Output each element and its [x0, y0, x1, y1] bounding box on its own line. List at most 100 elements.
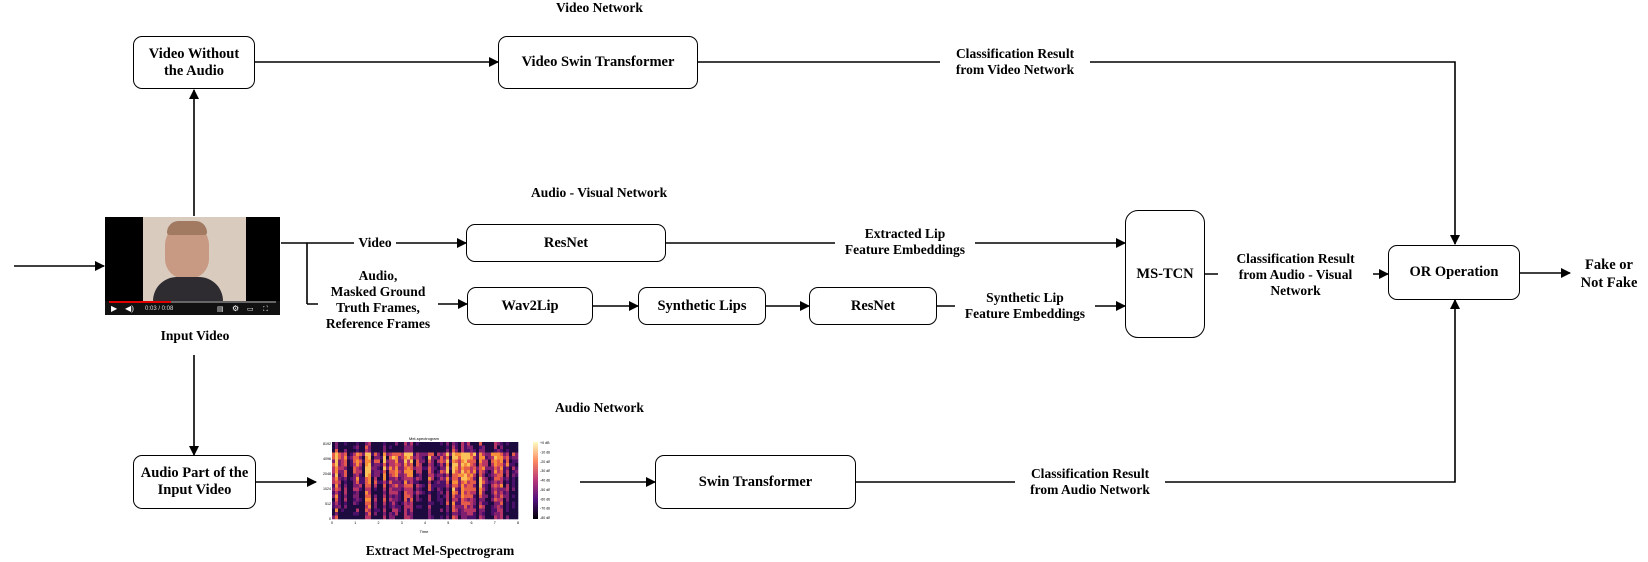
- spectro-cell: [416, 505, 420, 509]
- spectro-cell: [368, 512, 372, 516]
- spectro-cell: [470, 480, 474, 485]
- spectro-cell: [362, 466, 366, 471]
- spectro-cell: [437, 494, 441, 499]
- spectro-x-tick: 5: [447, 521, 449, 525]
- spectro-cell: [383, 452, 387, 457]
- spectro-cell: [479, 501, 483, 506]
- spectro-cell: [359, 463, 363, 467]
- spectro-cell: [356, 477, 360, 481]
- spectro-cell: [515, 442, 519, 446]
- spectro-cell: [386, 501, 390, 506]
- captions-icon[interactable]: ▤: [217, 305, 224, 313]
- spectro-cell: [335, 459, 339, 464]
- spectro-cell: [353, 470, 357, 474]
- spectro-cell: [398, 449, 402, 453]
- spectro-cell: [491, 463, 495, 467]
- spectro-cell: [485, 515, 489, 520]
- spectro-cell: [377, 487, 381, 492]
- spectro-cell: [470, 470, 474, 474]
- box-video-swin-transformer: Video Swin Transformer: [498, 36, 698, 89]
- spectro-cell: [482, 487, 486, 492]
- spectro-cell: [476, 470, 480, 474]
- spectro-cell: [467, 477, 471, 481]
- spectro-cell: [437, 505, 441, 509]
- spectro-cell: [362, 494, 366, 499]
- spectro-cell: [476, 452, 480, 457]
- spectro-cell: [497, 512, 501, 516]
- spectro-cell: [353, 508, 357, 513]
- spectro-cell: [500, 466, 504, 471]
- spectro-cell: [368, 505, 372, 509]
- spectro-cell: [332, 480, 336, 485]
- spectro-cell: [335, 505, 339, 509]
- spectro-cell: [386, 477, 390, 481]
- spectro-cell: [356, 498, 360, 502]
- spectro-cell: [383, 491, 387, 495]
- volume-icon[interactable]: ◀): [125, 304, 134, 313]
- spectro-cell: [362, 473, 366, 478]
- spectro-cell: [473, 452, 477, 457]
- miniplayer-icon[interactable]: ▭: [247, 305, 254, 313]
- spectro-cell: [425, 480, 429, 485]
- spectro-cell: [404, 508, 408, 513]
- spectro-cell: [383, 498, 387, 502]
- spectro-cell: [434, 470, 438, 474]
- spectro-cell: [428, 491, 432, 495]
- spectro-cell: [335, 470, 339, 474]
- spectro-cell: [368, 508, 372, 513]
- spectro-cell: [347, 459, 351, 464]
- box-video-without-audio: Video Without the Audio: [133, 36, 255, 89]
- spectro-cell: [344, 508, 348, 513]
- spectro-cell: [401, 442, 405, 446]
- spectro-cell: [473, 445, 477, 450]
- spectro-cell: [389, 459, 393, 464]
- fullscreen-icon[interactable]: ⛶: [263, 305, 268, 313]
- play-icon[interactable]: ▶: [111, 304, 118, 313]
- spectro-cell: [419, 477, 423, 481]
- spectro-cell: [488, 442, 492, 446]
- spectro-cell: [476, 505, 480, 509]
- spectro-cell: [407, 466, 411, 471]
- spectro-cell: [461, 456, 465, 460]
- spectro-cell: [332, 484, 336, 488]
- spectro-cell: [467, 512, 471, 516]
- spectro-cell: [374, 505, 378, 509]
- spectro-cell: [512, 501, 516, 506]
- video-controls-bar[interactable]: ▶ ◀) 0:03 / 0:08 ▤ ⚙ ▭ ⛶: [105, 301, 280, 315]
- spectro-cell: [443, 456, 447, 460]
- spectro-cell: [371, 494, 375, 499]
- spectro-x-tick: 6: [471, 521, 473, 525]
- spectro-cell: [470, 445, 474, 450]
- video-progress-track[interactable]: [109, 301, 276, 303]
- spectro-cell: [452, 452, 456, 457]
- spectro-cell: [512, 449, 516, 453]
- spectro-cell: [374, 442, 378, 446]
- spectro-cell: [356, 508, 360, 513]
- spectro-cell: [488, 470, 492, 474]
- spectro-cell: [401, 445, 405, 450]
- spectro-cell: [365, 505, 369, 509]
- settings-gear-icon[interactable]: ⚙: [232, 304, 240, 313]
- spectro-cell: [431, 494, 435, 499]
- spectro-cell: [380, 466, 384, 471]
- spectro-cell: [401, 487, 405, 492]
- spectro-cell: [431, 498, 435, 502]
- spectro-cell: [344, 445, 348, 450]
- spectro-cell: [446, 473, 450, 478]
- spectro-cell: [491, 501, 495, 506]
- spectro-cell: [338, 466, 342, 471]
- spectro-cell: [332, 515, 336, 520]
- spectro-cell: [341, 515, 345, 520]
- spectro-cell: [506, 491, 510, 495]
- spectro-cell: [440, 449, 444, 453]
- spectro-cell: [485, 463, 489, 467]
- spectro-cell: [401, 515, 405, 520]
- spectro-cell: [506, 512, 510, 516]
- spectro-cell: [482, 494, 486, 499]
- spectro-cell: [437, 449, 441, 453]
- spectro-cell: [473, 505, 477, 509]
- spectro-cell: [494, 463, 498, 467]
- spectro-cell: [443, 515, 447, 520]
- spectro-cell: [497, 466, 501, 471]
- spectro-cell: [500, 508, 504, 513]
